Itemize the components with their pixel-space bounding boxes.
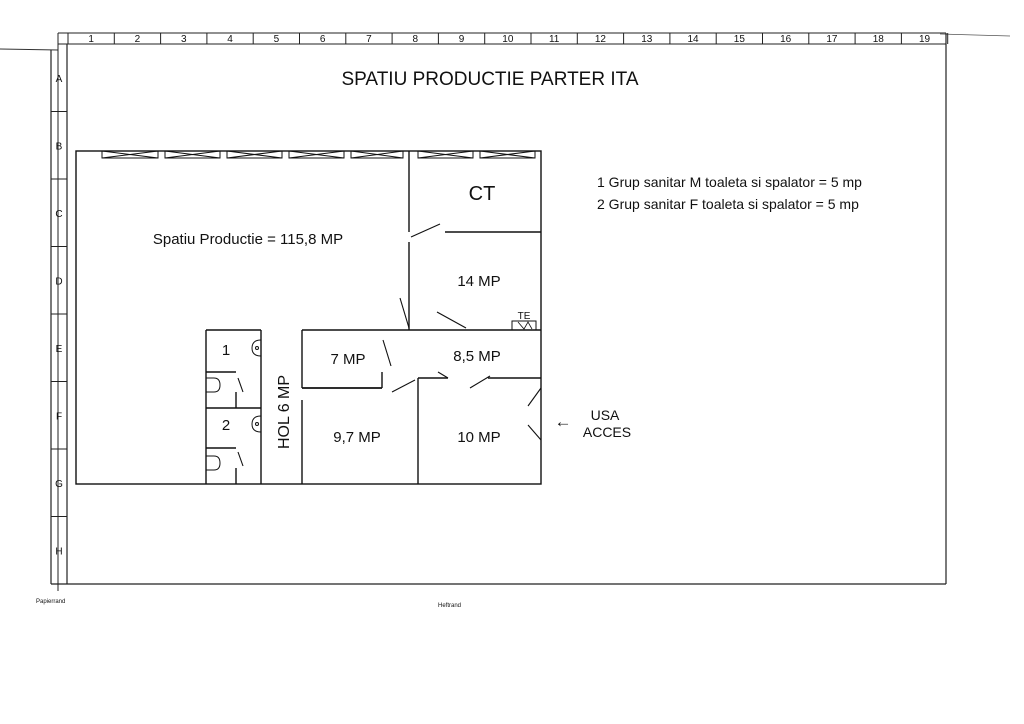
column-label: 5 bbox=[274, 34, 280, 45]
scan-line-left bbox=[0, 48, 59, 51]
column-label: 1 bbox=[88, 34, 94, 45]
window bbox=[350, 150, 404, 159]
column-ticks bbox=[67, 33, 949, 44]
column-label: 7 bbox=[366, 34, 372, 45]
plan-title: SPATIU PRODUCTIE PARTER ITA bbox=[342, 69, 639, 90]
door-swings bbox=[237, 223, 542, 467]
room-label-97mp: 9,7 MP bbox=[333, 429, 381, 446]
lightning-icon bbox=[517, 321, 533, 330]
room-label-wc1: 1 bbox=[222, 342, 230, 359]
footer-heftrand: Heftrand bbox=[438, 603, 461, 609]
column-label: 6 bbox=[320, 34, 326, 45]
legend-item-2: 2 Grup sanitar F toaleta si spalator = 5… bbox=[597, 196, 859, 212]
sink-icon bbox=[251, 415, 262, 433]
row-label: G bbox=[55, 479, 63, 490]
column-label: 14 bbox=[687, 34, 699, 45]
row-ticks bbox=[51, 111, 67, 517]
exit-label-usa: USA bbox=[591, 407, 620, 423]
column-label: 16 bbox=[780, 34, 792, 45]
room-label-te: TE bbox=[518, 311, 531, 322]
row-label: F bbox=[56, 412, 62, 423]
toilet-icon bbox=[206, 377, 221, 393]
room-label-wc2: 2 bbox=[222, 417, 230, 434]
column-label: 11 bbox=[549, 34, 560, 45]
row-labels: A B C D E F G H bbox=[55, 74, 63, 558]
row-label: B bbox=[56, 142, 63, 153]
row-label: E bbox=[56, 344, 63, 355]
window bbox=[164, 150, 221, 159]
column-label: 15 bbox=[734, 34, 746, 45]
column-label: 19 bbox=[919, 34, 931, 45]
column-label: 12 bbox=[595, 34, 607, 45]
legend-item-1: 1 Grup sanitar M toaleta si spalator = 5… bbox=[597, 174, 862, 190]
footer-papierrand: Papierrand bbox=[36, 599, 65, 605]
room-label-85mp: 8,5 MP bbox=[453, 348, 501, 365]
window bbox=[479, 150, 536, 159]
room-label-ct: CT bbox=[469, 183, 496, 205]
window bbox=[417, 150, 474, 159]
row-label: A bbox=[56, 74, 63, 85]
column-label: 18 bbox=[873, 34, 885, 45]
arrow-left-icon: ← bbox=[555, 412, 572, 431]
window bbox=[288, 150, 345, 159]
room-label-10mp: 10 MP bbox=[457, 429, 500, 446]
row-label: H bbox=[55, 547, 62, 558]
column-label: 17 bbox=[826, 34, 838, 45]
column-label: 4 bbox=[227, 34, 233, 45]
windows bbox=[101, 150, 536, 159]
scan-line-right bbox=[939, 33, 1011, 37]
column-label: 9 bbox=[459, 34, 465, 45]
room-label-production: Spatiu Productie = 115,8 MP bbox=[153, 231, 343, 248]
column-label: 13 bbox=[641, 34, 653, 45]
column-label: 8 bbox=[412, 34, 418, 45]
drawing-frame bbox=[50, 32, 947, 591]
electrical-panel bbox=[511, 320, 537, 331]
room-label-14mp: 14 MP bbox=[457, 273, 500, 290]
room-label-hol: HOL 6 MP bbox=[276, 375, 293, 449]
row-label: C bbox=[55, 209, 62, 220]
row-label: D bbox=[55, 277, 62, 288]
column-label: 3 bbox=[181, 34, 187, 45]
sink-icon bbox=[251, 339, 262, 357]
window bbox=[226, 150, 283, 159]
toilet-icon bbox=[206, 455, 221, 471]
window bbox=[101, 150, 159, 159]
column-label: 10 bbox=[502, 34, 514, 45]
column-label: 2 bbox=[135, 34, 141, 45]
room-label-7mp: 7 MP bbox=[330, 351, 365, 368]
exit-label-acces: ACCES bbox=[583, 424, 631, 440]
